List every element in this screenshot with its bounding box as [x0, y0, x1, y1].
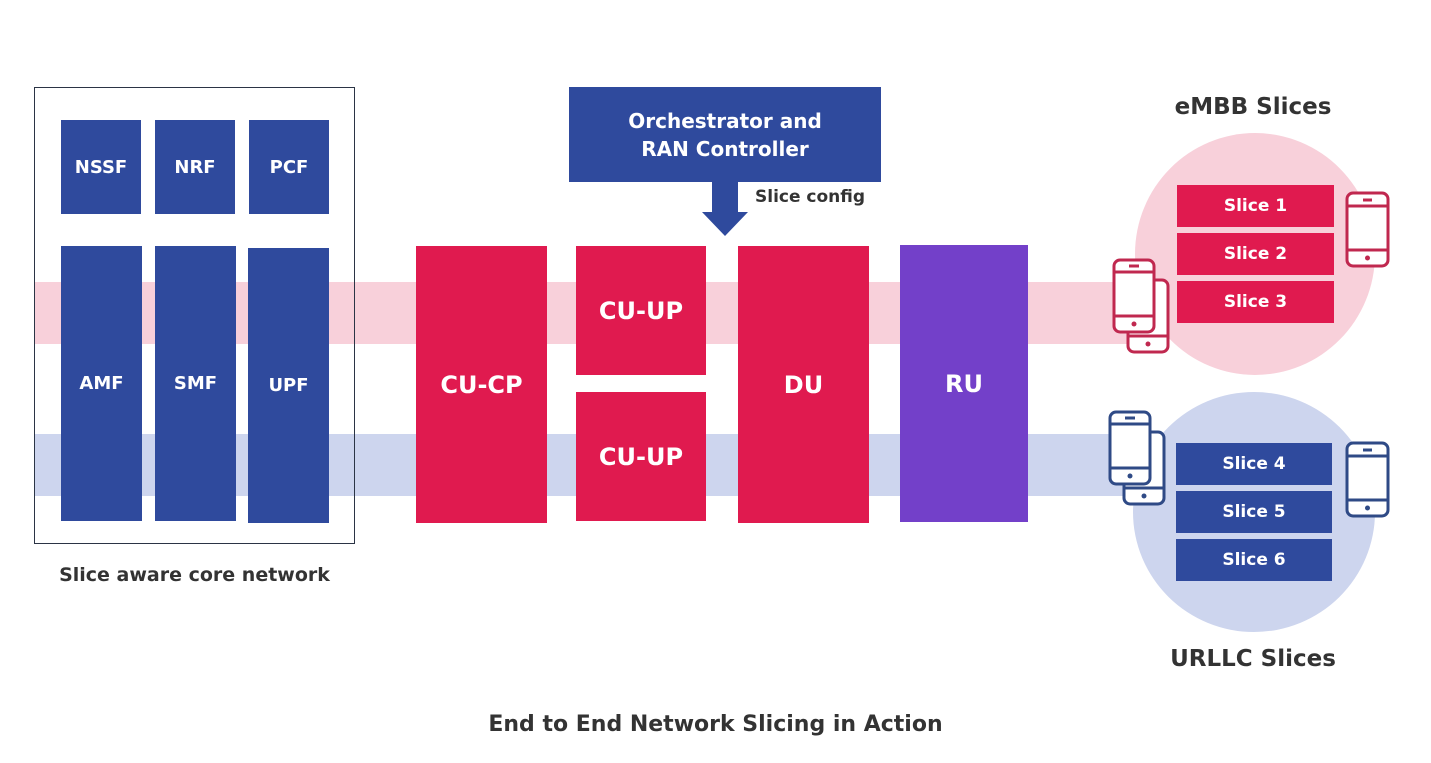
cu-up-bottom-label: CU-UP — [598, 442, 684, 471]
cu-up-top-label: CU-UP — [598, 296, 684, 325]
orchestrator-line1: Orchestrator and — [628, 108, 822, 133]
nf-upf-label: UPF — [268, 375, 309, 396]
core-network-frame — [34, 87, 355, 544]
core-network-label: Slice aware core network — [59, 564, 330, 586]
du-label: DU — [783, 370, 824, 399]
slice-5: Slice 5 — [1176, 491, 1332, 533]
cu-cp-label: CU-CP — [440, 370, 523, 399]
nf-nssf-label: NSSF — [74, 156, 128, 178]
ru-box: RU — [900, 245, 1028, 522]
nf-pcf-label: PCF — [269, 156, 309, 178]
phone-icon-urllc-pair — [1108, 410, 1166, 506]
nf-smf: SMF — [155, 246, 236, 521]
du-box: DU — [738, 246, 869, 523]
slice-1-label: Slice 1 — [1223, 196, 1288, 216]
cu-up-top-box: CU-UP — [576, 246, 706, 375]
slice-6-label: Slice 6 — [1222, 550, 1286, 570]
nf-nrf-label: NRF — [174, 156, 216, 178]
slice-3-label: Slice 3 — [1223, 292, 1288, 312]
diagram-title: End to End Network Slicing in Action — [488, 712, 943, 737]
phone-icon-embb-pair — [1112, 258, 1170, 354]
slice-config-arrow-icon — [702, 181, 748, 236]
slice-3: Slice 3 — [1177, 281, 1334, 323]
nf-amf-label: AMF — [79, 373, 124, 394]
embb-title: eMBB Slices — [1174, 94, 1332, 120]
slice-5-label: Slice 5 — [1222, 502, 1286, 522]
nf-nrf: NRF — [155, 120, 235, 214]
cu-cp-box: CU-CP — [416, 246, 547, 523]
slice-1: Slice 1 — [1177, 185, 1334, 227]
phone-icon-embb-single — [1345, 191, 1390, 268]
cu-up-bottom-box: CU-UP — [576, 392, 706, 521]
orchestrator-line2: RAN Controller — [641, 136, 809, 161]
orchestrator-box: Orchestrator and RAN Controller — [569, 87, 881, 182]
nf-nssf: NSSF — [61, 120, 141, 214]
nf-amf: AMF — [61, 246, 142, 521]
slice-4-label: Slice 4 — [1222, 454, 1286, 474]
nf-smf-label: SMF — [173, 373, 218, 394]
slice-config-label: Slice config — [755, 187, 866, 207]
slice-6: Slice 6 — [1176, 539, 1332, 581]
ru-label: RU — [945, 369, 983, 398]
slice-4: Slice 4 — [1176, 443, 1332, 485]
urllc-title: URLLC Slices — [1170, 646, 1336, 672]
slice-2-label: Slice 2 — [1223, 244, 1288, 264]
slice-2: Slice 2 — [1177, 233, 1334, 275]
phone-icon-urllc-single — [1345, 441, 1390, 518]
nf-upf: UPF — [248, 248, 329, 523]
nf-pcf: PCF — [249, 120, 329, 214]
